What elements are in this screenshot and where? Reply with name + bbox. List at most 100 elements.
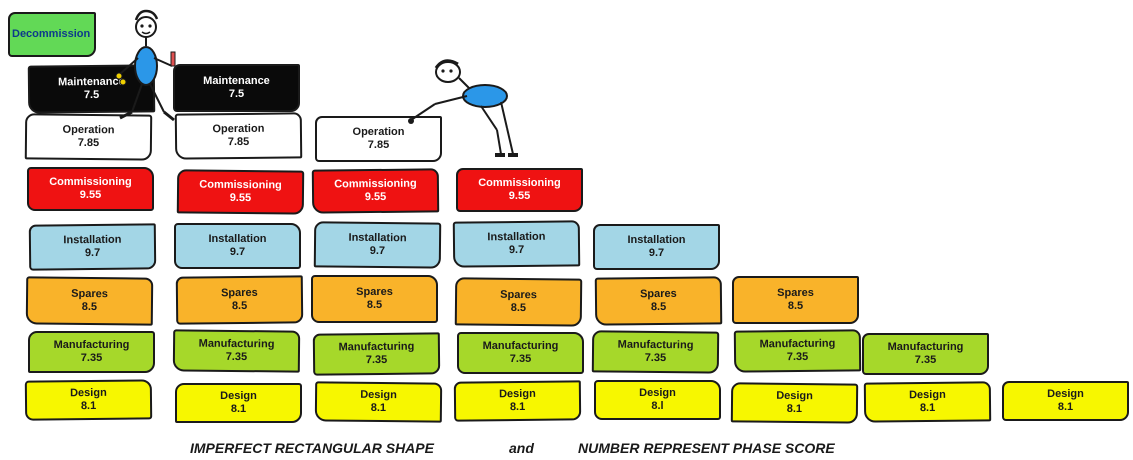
phase-label: Installation <box>627 233 686 246</box>
phase-score: 8.1 <box>509 400 526 414</box>
phase-label: Spares <box>356 285 393 298</box>
phase-label: Maintenance <box>203 74 270 87</box>
phase-label: Design <box>499 387 536 401</box>
phase-score: 8.1 <box>230 403 247 415</box>
phase-score: 8.5 <box>650 300 667 314</box>
stick-figure-climbing-icon <box>408 59 518 157</box>
phase-score: 8.1 <box>1057 401 1074 413</box>
phase-score: 9.55 <box>508 190 531 202</box>
phase-label: Design <box>360 388 397 402</box>
phase-score: 8.5 <box>81 300 98 314</box>
phase-label: Installation <box>208 232 267 245</box>
phase-score: 8.5 <box>231 299 248 313</box>
phase-label: Design <box>220 389 257 402</box>
phase-score: 8.5 <box>787 300 804 312</box>
phase-score: 9.55 <box>229 191 252 205</box>
caption-and: and <box>509 440 534 456</box>
phase-label: Manufacturing <box>53 338 130 351</box>
phase-label: Spares <box>500 288 537 302</box>
phase-score: 8.1 <box>370 401 387 415</box>
phase-score: 9.55 <box>364 190 387 204</box>
phase-label: Installation <box>348 231 407 245</box>
phase-score: 7.35 <box>914 354 937 366</box>
phase-label: Commissioning <box>199 178 282 192</box>
phase-label: Design <box>639 386 676 399</box>
phase-label: Design <box>909 388 946 402</box>
stick-figure-standing-icon <box>115 9 176 122</box>
phase-score: 7.85 <box>367 139 390 151</box>
phase-block-decommission-col1: Decommission <box>8 12 96 57</box>
phase-score: 9.7 <box>84 246 101 260</box>
phase-label: Manufacturing <box>617 338 694 352</box>
phase-score: 7.5 <box>83 88 100 102</box>
phase-score: 7.85 <box>77 136 100 150</box>
caption-left: IMPERFECT RECTANGULAR SHAPE <box>190 440 434 456</box>
phase-label: Design <box>70 386 107 400</box>
phase-score: 8.5 <box>366 299 383 311</box>
phase-label: Decommission <box>12 27 91 40</box>
phase-score: 7.35 <box>786 350 809 364</box>
phase-score: 7.35 <box>80 352 103 364</box>
phase-label: Commissioning <box>478 176 561 189</box>
phase-label: Spares <box>71 287 108 301</box>
phase-score: 7.35 <box>365 353 388 367</box>
phase-label: Installation <box>487 230 546 244</box>
phase-label: Manufacturing <box>759 337 836 351</box>
phase-label: Manufacturing <box>482 339 559 352</box>
phase-score: 7.5 <box>228 88 245 100</box>
phase-score: 8.1 <box>80 399 97 413</box>
phase-score: 9.7 <box>369 244 386 258</box>
phase-label: Operation <box>212 122 265 136</box>
caption-right: NUMBER REPRESENT PHASE SCORE <box>578 440 835 456</box>
phase-score: 7.35 <box>644 351 667 365</box>
phase-label: Design <box>1047 387 1084 400</box>
phase-label: Manufacturing <box>338 340 415 354</box>
phase-label: Commissioning <box>49 175 132 188</box>
phase-label: Spares <box>777 286 814 299</box>
phase-label: Spares <box>221 286 258 300</box>
phase-score: 8.5 <box>510 301 527 315</box>
phase-score: 7.35 <box>225 350 248 364</box>
phase-score: 9.7 <box>229 246 246 258</box>
phase-score: 8.l <box>651 400 664 412</box>
phase-label: Manufacturing <box>198 337 275 351</box>
phase-label: Commissioning <box>334 177 417 191</box>
phase-label: Operation <box>352 125 405 138</box>
phase-score: 7.85 <box>227 135 250 149</box>
phase-label: Manufacturing <box>887 340 964 353</box>
phase-score: 7.35 <box>509 353 532 365</box>
phase-label: Spares <box>640 287 677 301</box>
phase-score: 9.7 <box>648 247 665 259</box>
phase-score: 8.1 <box>786 402 803 416</box>
